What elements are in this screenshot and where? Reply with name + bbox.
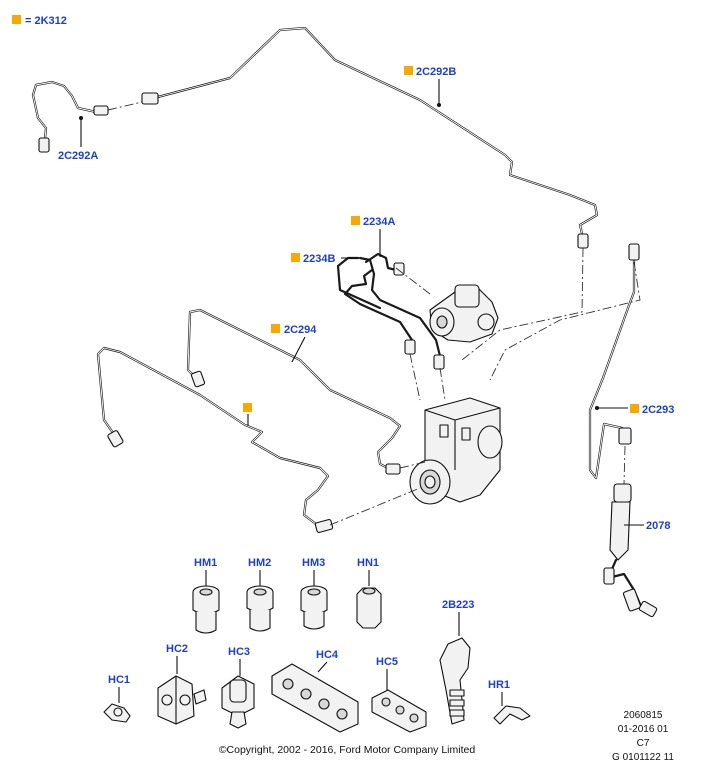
dash-2c292a-2c292b bbox=[107, 101, 143, 111]
svg-text:HC4: HC4 bbox=[316, 649, 339, 661]
label-2c292b: 2C292B bbox=[404, 66, 456, 107]
part-hr1[interactable]: HR1 bbox=[488, 679, 531, 725]
label-2c294: 2C294 bbox=[271, 324, 317, 363]
svg-text:2C293: 2C293 bbox=[642, 404, 674, 416]
dash-2c293-abs bbox=[489, 261, 641, 381]
legend-text: = 2K312 bbox=[25, 15, 67, 27]
legend-marker bbox=[12, 15, 21, 24]
label-2234a: 2234A bbox=[351, 216, 395, 257]
reference-line-4: G 0101122 11 bbox=[612, 752, 674, 763]
svg-text:HM2: HM2 bbox=[248, 557, 271, 569]
label-2c293: 2C293 bbox=[595, 404, 674, 416]
brake-line-2234a[interactable] bbox=[343, 252, 416, 355]
svg-text:2234B: 2234B bbox=[303, 253, 335, 265]
svg-text:2078: 2078 bbox=[646, 520, 670, 532]
svg-text:2C294: 2C294 bbox=[284, 324, 317, 336]
brake-line-2c292a[interactable] bbox=[31, 80, 109, 153]
brake-line-2c294[interactable] bbox=[186, 308, 402, 475]
dash-2c292b-abs bbox=[461, 247, 584, 361]
dash-2c293-2078 bbox=[623, 445, 626, 485]
brake-line-2c292b[interactable] bbox=[141, 26, 599, 249]
part-hm2[interactable]: HM2 bbox=[246, 557, 274, 632]
svg-text:HC3: HC3 bbox=[228, 646, 250, 658]
brake-hose-2078[interactable] bbox=[603, 483, 658, 618]
svg-text:2B223: 2B223 bbox=[442, 599, 474, 611]
brake-line-2c293[interactable] bbox=[588, 243, 640, 480]
brake-line-2234b[interactable] bbox=[336, 256, 445, 370]
reference-line-2: 01-2016 01 bbox=[618, 724, 669, 735]
brake-line-unlabeled[interactable] bbox=[96, 346, 334, 534]
part-hn1[interactable]: HN1 bbox=[356, 557, 382, 629]
svg-text:2234A: 2234A bbox=[363, 216, 395, 228]
part-hm3[interactable]: HM3 bbox=[300, 557, 328, 630]
svg-text:HM1: HM1 bbox=[194, 557, 217, 569]
label-2234b: 2234B bbox=[291, 253, 358, 265]
svg-text:HC5: HC5 bbox=[376, 656, 398, 668]
part-hc1[interactable]: HC1 bbox=[103, 674, 131, 723]
label-unlabeled-marker bbox=[243, 403, 252, 426]
svg-text:HR1: HR1 bbox=[488, 679, 510, 691]
part-2b223[interactable]: 2B223 bbox=[439, 599, 474, 725]
svg-text:HN1: HN1 bbox=[357, 557, 379, 569]
legend: = 2K312 bbox=[12, 15, 67, 27]
svg-text:2C292B: 2C292B bbox=[416, 66, 456, 78]
reference-line-1: 2060815 bbox=[624, 710, 663, 721]
part-hc5[interactable]: HC5 bbox=[371, 656, 427, 733]
reference-line-3: C7 bbox=[637, 738, 650, 749]
abs-module bbox=[409, 397, 503, 505]
part-hc4[interactable]: HC4 bbox=[271, 649, 359, 733]
part-hm1[interactable]: HM1 bbox=[192, 557, 220, 634]
svg-text:HC2: HC2 bbox=[166, 643, 188, 655]
svg-text:2C292A: 2C292A bbox=[58, 150, 98, 162]
copyright-text: ©Copyright, 2002 - 2016, Ford Motor Comp… bbox=[219, 744, 476, 756]
svg-text:HC1: HC1 bbox=[108, 674, 130, 686]
part-hc2[interactable]: HC2 bbox=[157, 643, 207, 725]
svg-text:HM3: HM3 bbox=[302, 557, 325, 569]
reference-block: 2060815 01-2016 01 C7 G 0101122 11 bbox=[612, 710, 674, 763]
master-cylinder bbox=[429, 284, 499, 343]
dash-2c294-abs bbox=[329, 461, 426, 526]
label-2078: 2078 bbox=[624, 520, 670, 532]
part-hc3[interactable]: HC3 bbox=[221, 646, 255, 729]
label-2c292a: 2C292A bbox=[58, 116, 98, 162]
dash-mc-abs bbox=[395, 267, 446, 401]
